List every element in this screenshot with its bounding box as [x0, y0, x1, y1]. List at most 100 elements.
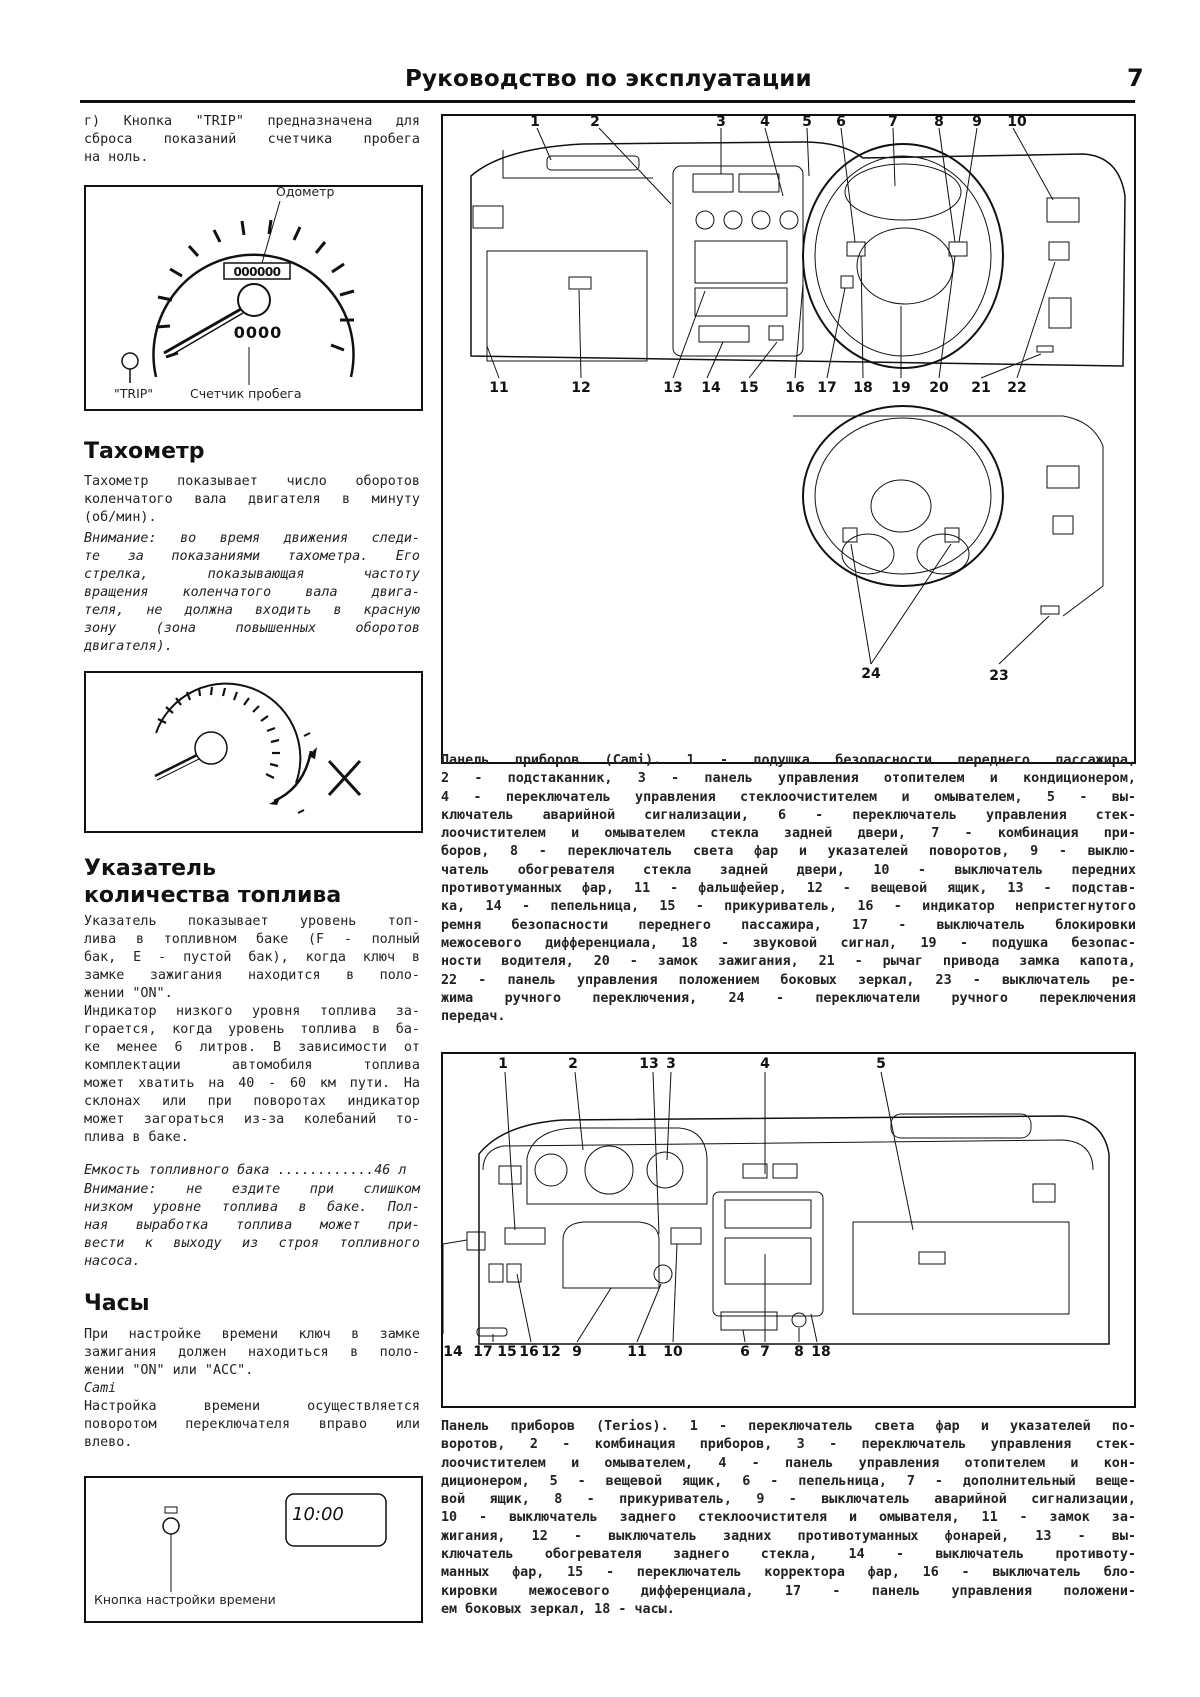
text-line: Внимание: во время движения следи-: [84, 531, 420, 546]
text-line: коленчатого вала двигателя в минуту: [84, 492, 420, 507]
terios-callout: 1: [498, 1056, 508, 1072]
text-line: замке зажигания находится в поло-: [84, 968, 420, 983]
terios-callout: 18: [811, 1344, 830, 1360]
terios-callout: 15: [497, 1344, 516, 1360]
text-line: комплектации автомобиля топлива: [84, 1058, 420, 1073]
text-line: горается, когда уровень топлива в ба-: [84, 1022, 420, 1037]
cami-callout: 23: [989, 668, 1008, 684]
terios-callout: 9: [572, 1344, 582, 1360]
tachometer-paragraph: Тахометр показывает число оборотов колен…: [84, 473, 420, 527]
terios-callout: 12: [541, 1344, 560, 1360]
terios-callout: 3: [666, 1056, 676, 1072]
page-header-title: Руководство по эксплуатации: [405, 66, 812, 92]
fuel-paragraph: Указатель показывает уровень топ- лива в…: [84, 913, 420, 1147]
fuel-heading: Указатель количества топлива: [84, 855, 341, 909]
text-line: может хватить на 40 - 60 км пути. На: [84, 1076, 420, 1091]
caption-line: жигания, 12 - выключатель задних противо…: [441, 1528, 1136, 1544]
cami-callout: 19: [891, 380, 910, 396]
text-line: те за показаниями тахометра. Его: [84, 549, 420, 564]
caption-line: манных фар, 15 - переключатель корректор…: [441, 1565, 1136, 1581]
cami-callout: 3: [716, 116, 726, 130]
text-line: (об/мин).: [84, 510, 157, 525]
terios-callout: 5: [876, 1056, 886, 1072]
cami-callout: 15: [739, 380, 758, 396]
text-line: склонах или при поворотах индикатор: [84, 1094, 420, 1109]
caption-line: межосевого дифференциала, 18 - звуковой …: [441, 935, 1136, 951]
counter-label: Счетчик пробега: [190, 386, 302, 401]
text-line: г) Кнопка "TRIP" предназначена для: [84, 114, 420, 129]
caption-line: ключатель аварийной сигнализации, 6 - пе…: [441, 807, 1136, 823]
cami-callout: 18: [853, 380, 872, 396]
text-line: теля, не должна входить в красную: [84, 603, 420, 618]
caption-line: лоочистителем и омывателем стекла задней…: [441, 826, 1136, 842]
text-line: двигателя).: [84, 639, 173, 654]
text-line: жении "ON".: [84, 986, 173, 1001]
caption-line: Панель приборов (Terios). 1 - переключат…: [441, 1419, 1136, 1434]
terios-dashboard-figure: 1 2 13 3 4 5 14 17 15 16 12 9 11 10 6 7 …: [441, 1052, 1136, 1408]
cami-callout: 17: [817, 380, 836, 396]
clock-drawing: 10:00: [162, 1493, 387, 1592]
terios-callout: 2: [568, 1056, 578, 1072]
caption-line: 10 - выключатель заднего стеклоочистител…: [441, 1510, 1136, 1526]
page-number: 7: [1127, 64, 1144, 92]
tachometer-drawing: [154, 682, 362, 814]
fuel-capacity: Емкость топливного бака ............46 л: [84, 1163, 407, 1178]
caption-line: 4 - переключатель управления стеклоочист…: [441, 789, 1136, 805]
heading-line: количества топлива: [84, 883, 342, 908]
cami-callout: 6: [836, 116, 846, 130]
text-line: зону (зона повышенных оборотов: [84, 621, 420, 636]
caption-line: передач.: [441, 1009, 506, 1025]
cami-callout: 16: [785, 380, 804, 396]
caption-line: Панель приборов (Cami). 1 - подушка безо…: [441, 753, 1136, 768]
speedometer-drawing: 000000 0000: [121, 200, 355, 385]
cami-caption: Панель приборов (Cami). 1 - подушка безо…: [441, 752, 1136, 1026]
clock-heading: Часы: [84, 1291, 150, 1316]
caption-line: чатель обогревателя стекла задней двери,…: [441, 862, 1136, 878]
cami-callout: 4: [760, 116, 770, 130]
clock-display: [285, 1493, 387, 1547]
terios-callout: 6: [740, 1344, 750, 1360]
tachometer-warning: Внимание: во время движения следи- те за…: [84, 530, 420, 656]
text-line: лива в топливном баке (F - полный: [84, 932, 420, 947]
terios-callout: 14: [443, 1344, 463, 1360]
clock-paragraph: При настройке времени ключ в замке зажиг…: [84, 1326, 420, 1452]
trip-counter-digits: 0000: [234, 323, 283, 342]
caption-line: боров, 8 - переключатель света фар и ука…: [441, 844, 1136, 860]
caption-line: диционером, 5 - вещевой ящик, 6 - пепель…: [441, 1473, 1136, 1489]
cami-callout: 14: [701, 380, 721, 396]
text-line: Указатель показывает уровень топ-: [84, 914, 420, 929]
caption-line: ремня безопасности переднего пассажира, …: [441, 917, 1136, 933]
text-line: на ноль.: [84, 150, 149, 165]
text-line: Настройка времени осуществляется: [84, 1399, 420, 1414]
caption-line: жима ручного переключения, 24 - переключ…: [441, 990, 1136, 1006]
caption-line: ключатель обогревателя заднего стекла, 1…: [441, 1547, 1136, 1563]
cami-callout: 22: [1007, 380, 1026, 396]
terios-callout: 11: [627, 1344, 646, 1360]
terios-callout: 4: [760, 1056, 770, 1072]
text-line: ке менее 6 литров. В зависимости от: [84, 1040, 420, 1055]
odometer-digits: 000000: [233, 265, 280, 279]
cami-dashboard-drawing: 1 2 3 4 5 6 7 8 9 10 11 12 13 14 15 16 1…: [470, 114, 1126, 684]
terios-callout: 17: [473, 1344, 492, 1360]
cami-callout: 13: [663, 380, 682, 396]
text-line: вести к выходу из строя топливного: [84, 1236, 420, 1251]
cami-callout: 7: [888, 116, 898, 130]
trip-button-icon: [121, 352, 139, 370]
clock-button-label: Кнопка настройки времени: [94, 1592, 276, 1607]
caption-line: 2 - подстаканник, 3 - панель управления …: [441, 771, 1136, 787]
text-line: При настройке времени ключ в замке: [84, 1327, 420, 1342]
text-line: бак, E - пустой бак), когда ключ в: [84, 950, 420, 965]
cami-callout: 20: [929, 380, 949, 396]
text-line: Внимание: не ездите при слишком: [84, 1182, 420, 1197]
terios-callout: 13: [639, 1056, 658, 1072]
cami-callout: 2: [590, 116, 600, 130]
cami-callout: 12: [571, 380, 590, 396]
fuel-warning: Внимание: не ездите при слишком низком у…: [84, 1181, 420, 1271]
text-line: Тахометр показывает число оборотов: [84, 474, 420, 489]
caption-line: 22 - панель управления положением боковы…: [441, 972, 1136, 988]
text-line: поворотом переключателя вправо или: [84, 1417, 420, 1432]
cami-dashboard-figure: 1 2 3 4 5 6 7 8 9 10 11 12 13 14 15 16 1…: [441, 114, 1136, 764]
terios-callout: 7: [760, 1344, 770, 1360]
trip-paragraph: г) Кнопка "TRIP" предназначена для сброс…: [84, 113, 420, 167]
caption-line: лоочистителем и омывателем, 4 - панель у…: [441, 1455, 1136, 1471]
